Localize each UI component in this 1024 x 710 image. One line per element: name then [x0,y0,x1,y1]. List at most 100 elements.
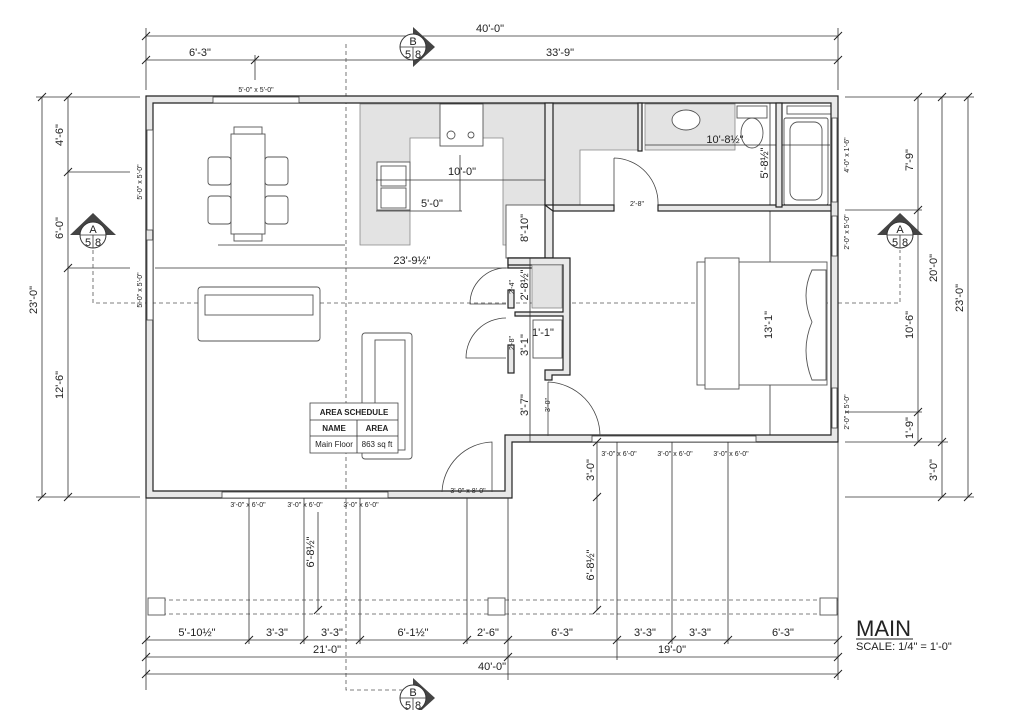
dim-bottom: 3'-3" [321,627,343,639]
dim-bottom-overall: 40'-0" [478,661,506,673]
refrigerator-icon [505,204,547,259]
area-schedule-cell: Main Floor [315,440,353,449]
drawing-title: MAIN [856,616,911,641]
top-dimensions: 40'-0" 6'-3" 33'-9" [141,23,843,90]
closet-door-2 [465,317,507,359]
chair-icon [233,233,263,242]
dim-bottom-left: 21'-0" [313,644,341,656]
dim-kitchen-width: 10'-0" [448,166,476,178]
dim-porch-left: 6'-8½" [305,536,317,567]
openings: 5'-0" x 5'-0" 5'-0" x 5'-0" 5'-0" x 5'-0… [137,87,851,509]
window-label: 5'-0" x 5'-0" [137,164,144,200]
section-sheet: 5 [85,237,91,249]
window [146,239,154,321]
window-label: 5'-0" x 5'-0" [137,272,144,308]
chair-icon [207,195,232,225]
bottom-dimensions: 5'-10½" 3'-3" 3'-3" 6'-1½" 2'-6" 6'-3" 3… [141,627,843,679]
dim-closet-2b: 1'-1" [532,327,554,339]
bedroom-door-label: 3'-0" [545,398,552,412]
bedroom: 13'-1" [696,257,828,390]
bath-door-label: 2'-8" [630,201,644,208]
dim-closet-1: 2'-8½" [519,269,531,300]
window-label: 4'-0" x 1'-6" [844,137,851,173]
closet-door-1-label: 2'-4" [509,280,516,294]
section-sheet: 5 [892,237,898,249]
dim-right-20: 20'-0" [928,254,940,282]
dim-porch-right-top: 3'-0" [585,459,597,481]
area-schedule-header-name: NAME [322,424,346,433]
closet-door-1 [469,267,507,305]
dim-bottom: 6'-1½" [397,627,428,639]
dim-right-3: 1'-9" [904,417,916,439]
area-schedule: AREA SCHEDULE NAME AREA Main Floor 863 s… [309,402,399,454]
closets: 2'-4" 2'-8½" 2'-8" 3'-1" 1'-1" 3'-7" 3'-… [465,258,601,442]
chair-icon [264,156,289,186]
dim-bottom: 3'-3" [266,627,288,639]
window-label: 3'-0" x 6'-0" [713,451,749,458]
dim-top-overall: 40'-0" [476,23,504,35]
dim-hall: 3'-7" [519,394,531,416]
dim-bottom: 6'-3" [551,627,573,639]
front-door [441,441,493,493]
drawing-scale: SCALE: 1/4" = 1'-0" [856,641,952,653]
section-marker-top: B 5 8 [399,27,435,67]
window-label: 3'-0" x 6'-0" [601,451,637,458]
window [831,215,838,257]
window [146,129,154,231]
section-sheet: 5 [405,700,411,710]
left-dimensions: 4'-6" 6'-0" 12'-6" 23'-0" [28,92,140,502]
dim-porch-right: 6'-8½" [585,549,597,580]
dim-left-2: 6'-0" [54,217,66,239]
area-schedule-cell: 863 sq ft [362,440,393,449]
section-letter: B [409,36,416,48]
window [212,96,300,104]
section-sheet: 8 [415,49,421,61]
window-label: 2'-0" x 5'-0" [844,214,851,250]
window-label: 3'-0" x 6'-0" [343,502,379,509]
section-letter: A [896,224,904,236]
dim-bottom: 5'-10½" [178,627,215,639]
toilet-icon [740,117,764,149]
section-sheet: 8 [415,700,421,710]
dim-right-2: 10'-6" [904,311,916,339]
dim-right-1: 7'-9" [904,149,916,171]
bathroom-sink-icon [671,109,701,131]
area-schedule-title: AREA SCHEDULE [320,408,389,417]
dim-right-porch: 3'-0" [928,459,940,481]
bedroom-door [547,381,601,437]
range-icon [439,103,484,147]
dim-bottom: 6'-3" [772,627,794,639]
dim-top-left: 6'-3" [189,47,211,59]
window [831,387,838,429]
bathroom-door [613,157,659,207]
window [831,117,838,203]
porch: 6'-8½" 3'-0" 6'-8½" [145,437,839,690]
dim-bottom: 3'-3" [634,627,656,639]
section-sheet: 8 [902,237,908,249]
furniture: AREA SCHEDULE NAME AREA Main Floor 863 s… [197,126,413,460]
section-sheet: 5 [405,49,411,61]
dim-left-overall: 23'-0" [28,286,40,314]
chair-icon [264,195,289,225]
section-marker-left: A 5 8 [70,213,116,249]
dim-right-overall: 23'-0" [954,284,966,312]
window-label: 5'-0" x 5'-0" [238,87,274,94]
dim-kitchen-depth: 8'-10" [519,214,531,242]
closet-door-2-label: 2'-8" [509,336,516,350]
section-letter: B [409,687,416,699]
chair-icon [207,156,232,186]
kitchen: 10'-0" 5'-0" 8'-10" 23'-9½" [155,103,547,269]
bathroom: 10'-8½" 5'-8½" 2'-8" [552,97,832,442]
window-label: 2'-0" x 5'-0" [844,394,851,430]
dim-bottom: 3'-3" [689,627,711,639]
dim-living-width: 23'-9½" [393,255,430,267]
section-letter: A [89,224,97,236]
chair-icon [233,126,263,135]
dim-bath-depth: 5'-8½" [759,147,771,178]
area-schedule-header-area: AREA [366,424,389,433]
window [591,435,757,443]
window-label: 3'-0" x 6'-0" [230,502,266,509]
toilet-tank-icon [736,105,768,119]
dim-left-1: 4'-6" [54,124,66,146]
dim-bottom-right: 19'-0" [658,644,686,656]
